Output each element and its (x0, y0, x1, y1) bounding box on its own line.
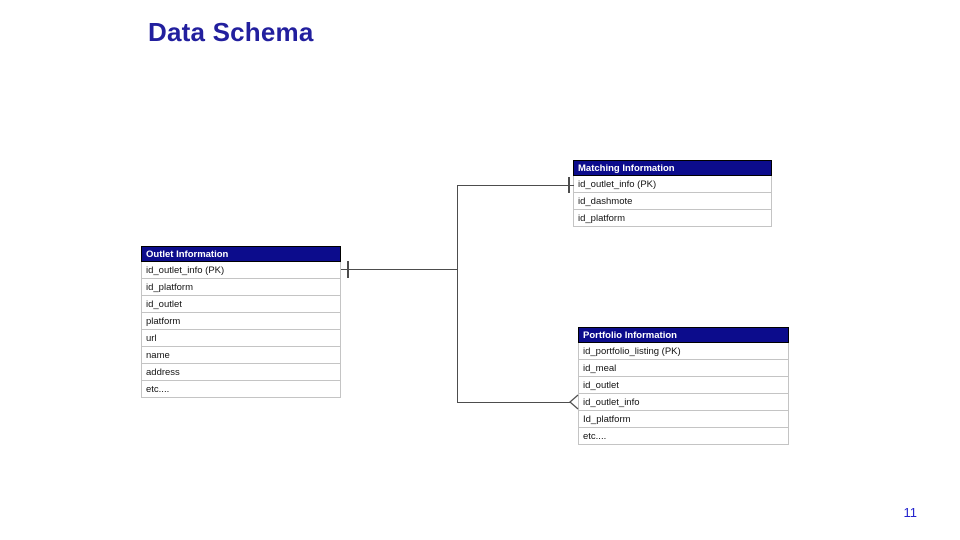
entity-table-outlet-information: Outlet Information id_outlet_info (PK) i… (141, 246, 341, 398)
table-row: Id_platform (578, 411, 789, 428)
table-row: id_outlet_info (PK) (141, 262, 341, 279)
table-header: Matching Information (573, 160, 772, 176)
table-row: platform (141, 313, 341, 330)
table-row: id_platform (573, 210, 772, 227)
relationship-tick-outlet (347, 261, 349, 278)
table-row: etc.... (578, 428, 789, 445)
table-row: id_dashmote (573, 193, 772, 210)
table-row: id_meal (578, 360, 789, 377)
page-title: Data Schema (148, 17, 314, 47)
table-row: id_outlet_info (PK) (573, 176, 772, 193)
table-row: id_outlet (578, 377, 789, 394)
page-number: 11 (903, 505, 918, 520)
table-row: address (141, 364, 341, 381)
table-header: Portfolio Information (578, 327, 789, 343)
table-header: Outlet Information (141, 246, 341, 262)
connector-line-portfolio (457, 402, 571, 403)
entity-table-portfolio-information: Portfolio Information id_portfolio_listi… (578, 327, 789, 445)
table-row: id_platform (141, 279, 341, 296)
table-row: url (141, 330, 341, 347)
table-row: etc.... (141, 381, 341, 398)
table-row: id_portfolio_listing (PK) (578, 343, 789, 360)
table-row: id_outlet_info (578, 394, 789, 411)
connector-line-outlet (341, 269, 458, 270)
connector-line-vertical (457, 185, 458, 403)
table-row: name (141, 347, 341, 364)
open-arrowhead-icon (569, 394, 579, 410)
table-row: id_outlet (141, 296, 341, 313)
relationship-tick-matching (568, 177, 570, 193)
connector-line-matching (457, 185, 574, 186)
entity-table-matching-information: Matching Information id_outlet_info (PK)… (573, 160, 772, 227)
